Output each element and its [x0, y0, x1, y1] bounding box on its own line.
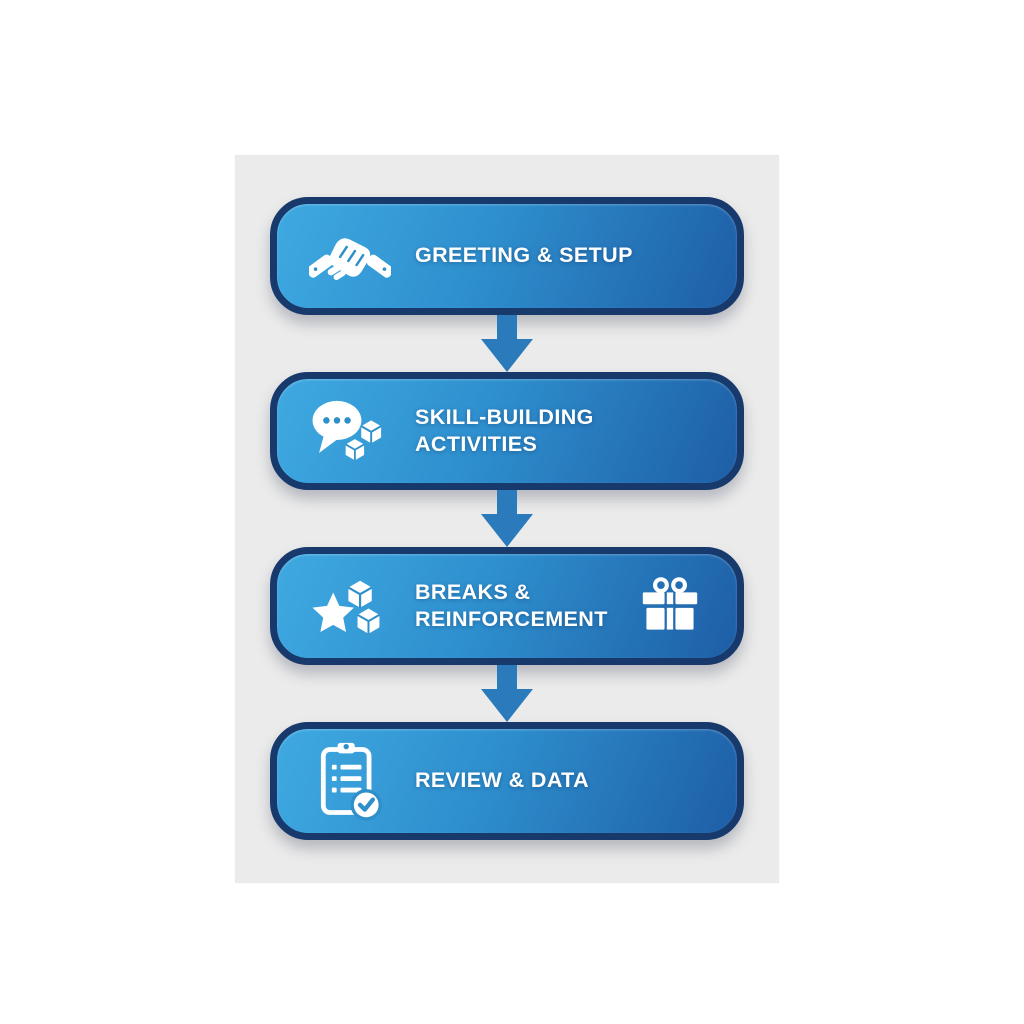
step-label: GREETING & SETUP: [415, 243, 633, 268]
flow-step-skill-building: SKILL-BUILDING ACTIVITIES: [270, 372, 744, 490]
step-label: REVIEW & DATA: [415, 768, 590, 793]
gift-icon: [641, 576, 699, 636]
step-label: SKILL-BUILDING ACTIVITIES: [415, 404, 594, 456]
clipboard-checklist-icon: [305, 740, 395, 822]
speech-bubble-blocks-icon: [305, 396, 395, 466]
flow-step-breaks-reinforcement: BREAKS & REINFORCEMENT: [270, 547, 744, 665]
star-blocks-icon: [305, 569, 395, 643]
flow-step-greeting-setup: GREETING & SETUP: [270, 197, 744, 315]
down-arrow-icon: [481, 665, 533, 722]
handshake-icon: [305, 227, 395, 285]
down-arrow-icon: [481, 490, 533, 547]
flow-step-review-data: REVIEW & DATA: [270, 722, 744, 840]
down-arrow-icon: [481, 315, 533, 372]
flowchart-panel: GREETING & SETUP: [235, 155, 779, 883]
step-label: BREAKS & REINFORCEMENT: [415, 579, 608, 631]
